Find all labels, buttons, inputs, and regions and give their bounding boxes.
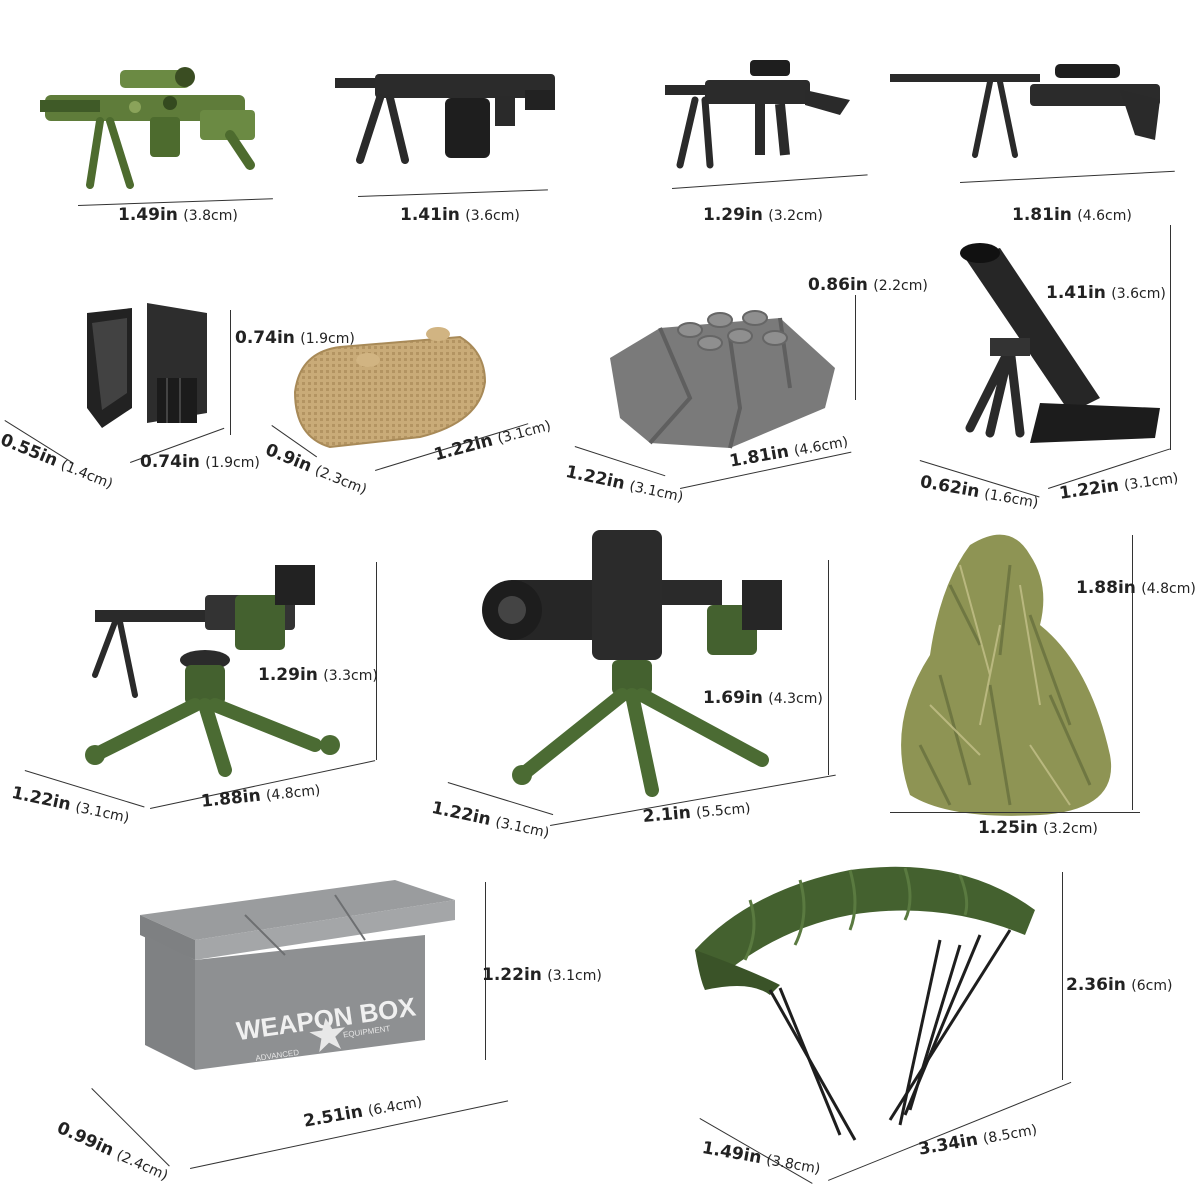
dim-tripod-mg-height: 1.29in (3.3cm) [258,665,378,685]
dim-tripod-mg-depth: 1.22in (3.1cm) [9,783,131,827]
dim-lmg-length: 1.41in (3.6cm) [400,205,520,225]
dim-gatling-height: 1.69in (4.3cm) [703,688,823,708]
mortar [930,238,1170,458]
dim-scoped-rifle-length: 1.29in (3.2cm) [703,205,823,225]
dim-vest-depth: 0.55in (1.4cm) [0,430,115,493]
sandbag [290,322,490,452]
tactical-vest [72,298,222,438]
scoped-rifle [665,45,855,185]
dim-box-height: 1.22in (3.1cm) [482,965,602,985]
sniper-rifle [890,60,1170,170]
dim-gatling-width: 2.1in (5.5cm) [642,800,752,827]
tripod-machine-gun [75,555,365,785]
dim-gatling-depth: 1.22in (3.1cm) [429,798,551,842]
dim-sniper-length: 1.81in (4.6cm) [1012,205,1132,225]
camo-machine-gun [40,55,270,195]
parachute [690,860,1050,1150]
dim-rock-height: 0.86in (2.2cm) [808,275,928,295]
weapon-box: WEAPON BOX ADVANCED EQUIPMENT [135,875,465,1075]
light-machine-gun [335,60,565,190]
dim-mortar-height: 1.41in (3.6cm) [1046,283,1166,303]
dim-mortar-width: 1.22in (3.1cm) [1058,470,1180,504]
dim-vest-width: 0.74in (1.9cm) [140,452,260,472]
dim-ghillie-height: 1.88in (4.8cm) [1076,578,1196,598]
dim-parachute-height: 2.36in (6cm) [1066,975,1173,995]
gatling-gun [482,525,802,797]
dim-box-width: 2.51in (6.4cm) [302,1094,424,1132]
rock-base [600,298,840,458]
dim-camo-gun-length: 1.49in (3.8cm) [118,205,238,225]
ghillie-suit [890,525,1120,816]
dim-ghillie-width: 1.25in (3.2cm) [978,818,1098,838]
dim-rock-depth: 1.22in (3.1cm) [563,462,685,506]
dim-vest-height: 0.74in (1.9cm) [235,328,355,348]
